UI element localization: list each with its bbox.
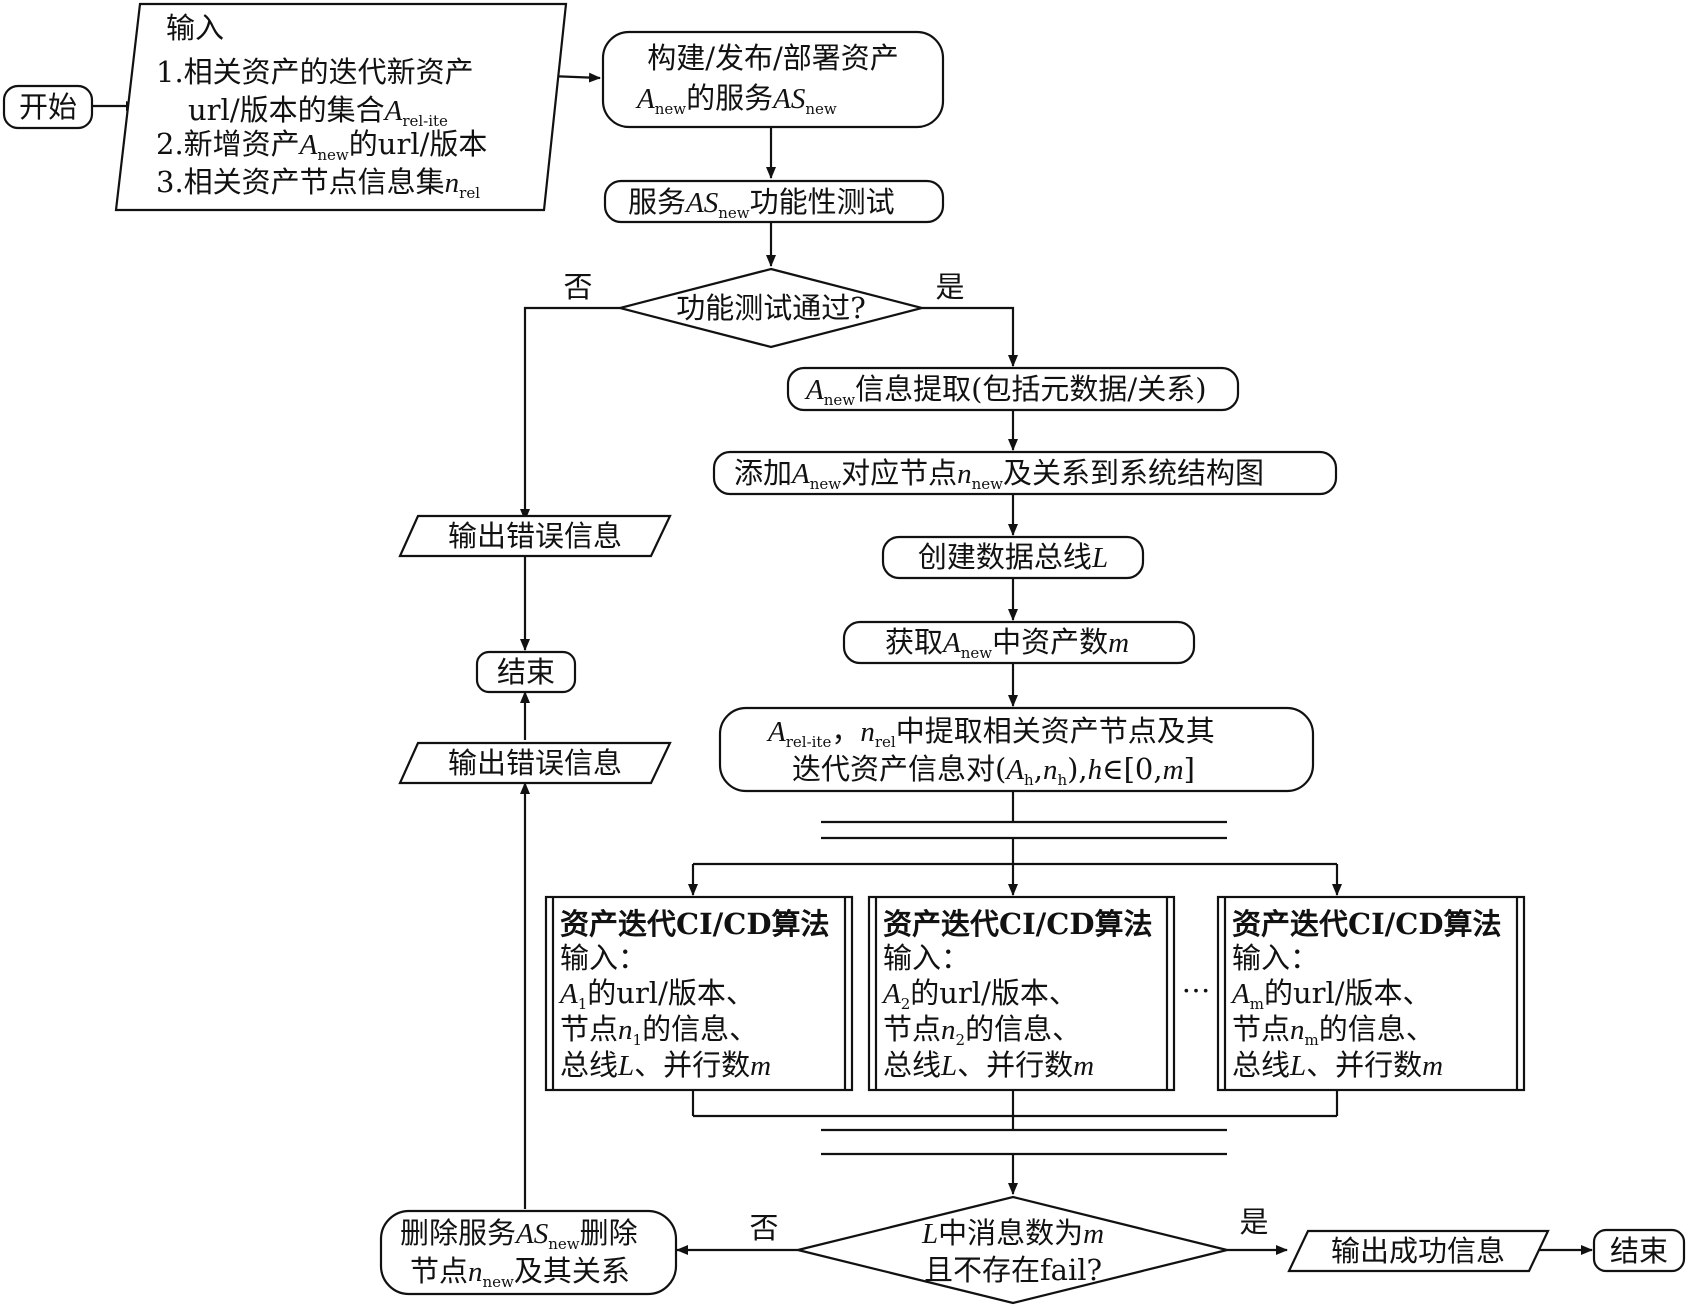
input-line3: 2.新增资产Anew的url/版本 (156, 127, 487, 164)
input-title: 输入 (166, 11, 224, 45)
add-node-process: 添加Anew对应节点nnew及关系到系统结构图 (712, 450, 1338, 496)
algo2-input: 输入： (883, 941, 970, 975)
algo-box-1: 资产迭代CI/CD算法 输入： A1的url/版本、 节点n1的信息、 总线L、… (544, 895, 854, 1092)
decision2-line2: 且不存在fail? (924, 1253, 1102, 1287)
function-test-process: 服务ASnew功能性测试 (603, 179, 945, 224)
decision1-text: 功能测试通过? (676, 291, 866, 325)
input-line1: 1.相关资产的迭代新资产 (156, 55, 474, 89)
decision1-no-label: 否 (563, 270, 592, 304)
success-output: 输出成功信息 (1287, 1229, 1550, 1273)
delete-service-process: 删除服务ASnew删除 节点nnew及其关系 (379, 1209, 678, 1296)
end-right-label: 结束 (1610, 1234, 1668, 1268)
algo1-line2: 节点n1的信息、 (560, 1012, 758, 1049)
create-bus-process: 创建数据总线L (881, 535, 1145, 580)
extract-label: Anew信息提取(包括元数据/关系) (804, 372, 1207, 409)
decision2-yes-label: 是 (1239, 1205, 1268, 1239)
algo-box-3: 资产迭代CI/CD算法 输入： Am的url/版本、 节点nm的信息、 总线L、… (1216, 895, 1526, 1092)
input-line2: url/版本的集合Arel-ite (188, 93, 448, 130)
algo1-title: 资产迭代CI/CD算法 (560, 907, 829, 941)
algo2-line3: 总线L、并行数m (883, 1048, 1094, 1082)
error-bottom-label: 输出错误信息 (448, 746, 622, 780)
count-label: 获取Anew中资产数m (885, 625, 1129, 662)
success-label: 输出成功信息 (1331, 1234, 1505, 1268)
arrow-decision1-yes (922, 306, 1018, 367)
algo3-line2: 节点nm的信息、 (1232, 1012, 1435, 1049)
test-label: 服务ASnew功能性测试 (628, 185, 895, 222)
arrow-decision1-no (520, 306, 620, 521)
add-label: 添加Anew对应节点nnew及关系到系统结构图 (734, 456, 1264, 493)
algo3-line3: 总线L、并行数m (1232, 1048, 1443, 1082)
algo2-line1: A2的url/版本、 (881, 976, 1078, 1013)
error-output-bottom: 输出错误信息 (398, 741, 672, 785)
build-process: 构建/发布/部署资产 Anew的服务ASnew (601, 30, 945, 129)
build-line2: Anew的服务ASnew (635, 81, 837, 118)
input-data-box: 输入 1.相关资产的迭代新资产 url/版本的集合Arel-ite 2.新增资产… (114, 2, 568, 212)
extract-pairs-process: Arel-ite，nrel中提取相关资产节点及其 迭代资产信息对(Ah,nh),… (718, 706, 1315, 793)
algo-box-2: 资产迭代CI/CD算法 输入： A2的url/版本、 节点n2的信息、 总线L、… (867, 895, 1176, 1092)
algo2-line2: 节点n2的信息、 (883, 1012, 1081, 1049)
error-output-top: 输出错误信息 (398, 514, 672, 558)
input-line4: 3.相关资产节点信息集nrel (156, 165, 480, 202)
end-left-label: 结束 (497, 655, 555, 689)
decision-test-passed: 功能测试通过? 否 是 (563, 267, 965, 349)
pairs-line1: Arel-ite，nrel中提取相关资产节点及其 (766, 714, 1215, 751)
extract-info-process: Anew信息提取(包括元数据/关系) (786, 366, 1240, 412)
delete-line2: 节点nnew及其关系 (410, 1254, 630, 1291)
get-count-process: 获取Anew中资产数m (842, 620, 1196, 665)
algo3-title: 资产迭代CI/CD算法 (1232, 907, 1501, 941)
algo3-line1: Am的url/版本、 (1230, 976, 1432, 1013)
delete-line1: 删除服务ASnew删除 (400, 1216, 638, 1253)
decision1-yes-label: 是 (935, 270, 964, 304)
decision2-no-label: 否 (749, 1211, 778, 1245)
error-top-label: 输出错误信息 (448, 519, 622, 553)
end-terminal-right: 结束 (1592, 1228, 1686, 1273)
pairs-line2: 迭代资产信息对(Ah,nh),h∈[0,m] (792, 752, 1195, 789)
decision-message-count: L中消息数为m 且不存在fail? 否 是 (749, 1195, 1269, 1305)
bus-label: 创建数据总线L (918, 540, 1108, 574)
algo3-input: 输入： (1232, 941, 1319, 975)
decision2-line1: L中消息数为m (921, 1216, 1104, 1250)
start-label: 开始 (19, 90, 77, 124)
start-terminal: 开始 (2, 84, 94, 130)
algo2-title: 资产迭代CI/CD算法 (883, 907, 1152, 941)
algo1-line3: 总线L、并行数m (560, 1048, 771, 1082)
build-line1: 构建/发布/部署资产 (647, 41, 899, 75)
algo1-line1: A1的url/版本、 (558, 976, 755, 1013)
algo1-input: 输入： (560, 941, 647, 975)
ellipsis-between-algos: … (1182, 965, 1211, 999)
connectors (92, 72, 1593, 1255)
end-terminal-left: 结束 (475, 650, 577, 694)
